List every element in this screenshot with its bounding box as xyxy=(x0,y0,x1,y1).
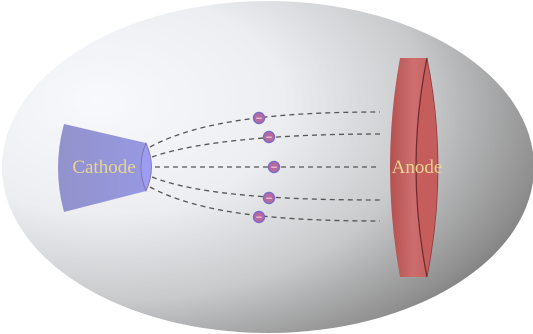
cathode: Cathode xyxy=(58,124,152,212)
beam-path-4 xyxy=(151,176,381,201)
svg-text:−: − xyxy=(265,194,273,204)
anode-label: Anode xyxy=(392,157,443,178)
electrons: − − − − − xyxy=(252,111,281,224)
electron: − xyxy=(252,210,266,224)
cathode-body xyxy=(58,124,146,212)
electron: − xyxy=(267,160,281,174)
beam-path-5 xyxy=(149,186,381,222)
cathode-face xyxy=(140,142,152,192)
electron: − xyxy=(262,130,276,144)
beam-path-2 xyxy=(151,133,381,158)
svg-text:−: − xyxy=(265,133,273,143)
electron-beam-paths xyxy=(149,111,381,222)
svg-text:−: − xyxy=(270,163,278,173)
beam-path-1 xyxy=(149,111,381,148)
svg-text:−: − xyxy=(255,114,263,124)
cathode-label: Cathode xyxy=(72,157,135,178)
svg-text:−: − xyxy=(255,213,263,223)
electron: − xyxy=(252,111,266,125)
anode-rim xyxy=(415,57,428,278)
electron: − xyxy=(262,191,276,205)
anode: Anode xyxy=(390,57,443,278)
